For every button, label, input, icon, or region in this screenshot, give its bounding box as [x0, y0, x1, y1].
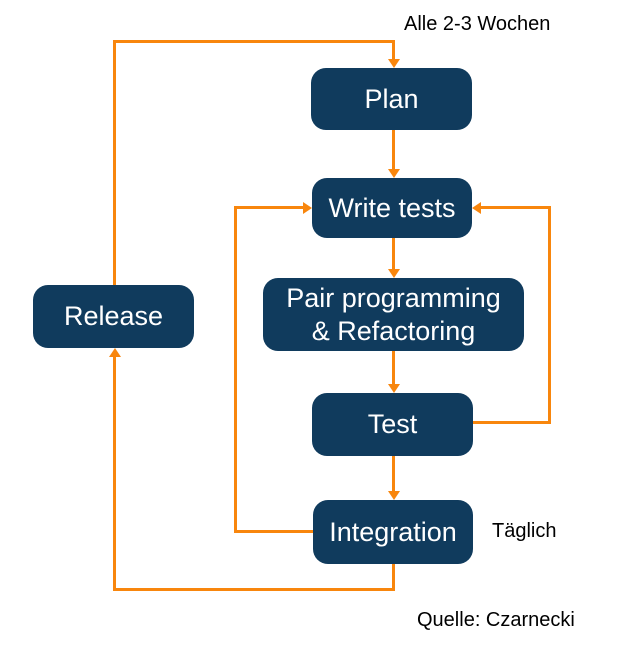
node-test-label: Test [367, 409, 418, 440]
node-plan-label: Plan [364, 83, 419, 114]
edge-test-write-arrowhead [472, 202, 481, 214]
edge-release-plan-arrowhead [388, 59, 400, 68]
edge-test-write-bottom-segment [473, 421, 551, 424]
node-pair-programming-refactoring: Pair programming & Refactoring [263, 278, 524, 351]
edge-integration-write-arrowhead [303, 202, 312, 214]
edge-plan-write-arrowhead [388, 169, 400, 178]
edge-integration-write-bottom-segment [235, 530, 313, 533]
node-write-tests-label: Write tests [328, 192, 456, 223]
edge-release-plan-top-segment [113, 40, 395, 43]
edge-write-pair-arrowhead [388, 269, 400, 278]
edge-test-integration-arrowhead [388, 491, 400, 500]
source-label: Quelle: Czarnecki [417, 609, 575, 631]
node-integration-label: Integration [329, 516, 457, 547]
node-test: Test [312, 393, 473, 456]
node-integration: Integration [313, 500, 473, 564]
edge-integration-release-drop-segment [392, 564, 395, 591]
node-release: Release [33, 285, 194, 348]
edge-pair-test-arrowhead [388, 384, 400, 393]
edge-release-plan-drop-segment [392, 40, 395, 60]
edge-integration-release-bottom-segment [113, 588, 395, 591]
daily-label: Täglich [492, 520, 557, 542]
edge-integration-write-top-segment [234, 206, 303, 209]
node-pair-label-line1: Pair programming [286, 282, 501, 313]
edge-integration-release-arrowhead [109, 348, 121, 357]
node-write-tests: Write tests [312, 178, 472, 238]
edge-release-plan-vertical-segment [113, 42, 116, 285]
node-release-label: Release [63, 301, 164, 332]
edge-test-write-vertical-segment [548, 206, 551, 424]
edge-pair-test-segment [392, 351, 395, 385]
node-plan: Plan [311, 68, 472, 130]
edge-write-pair-segment [392, 238, 395, 270]
interval-label: Alle 2-3 Wochen [404, 13, 551, 35]
edge-integration-release-vertical-segment [113, 357, 116, 591]
node-pair-label-line2: & Refactoring [311, 315, 476, 346]
edge-plan-write-segment [392, 130, 395, 170]
edge-integration-write-vertical-segment [234, 206, 237, 533]
edge-test-write-top-segment [481, 206, 551, 209]
edge-test-integration-segment [392, 456, 395, 492]
